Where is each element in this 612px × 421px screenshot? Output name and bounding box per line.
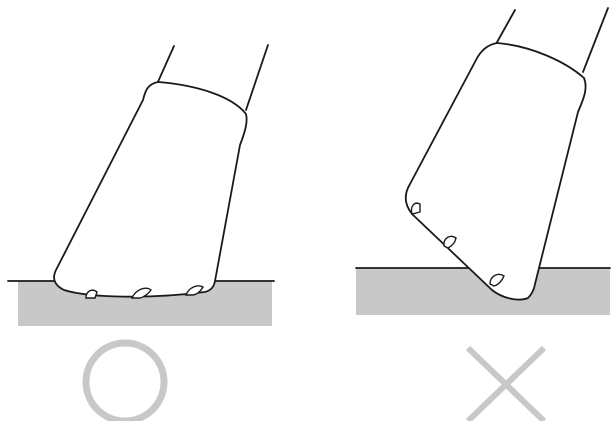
circle-mark-icon bbox=[82, 339, 168, 421]
rubber-tip-incorrect bbox=[404, 42, 587, 301]
cross-mark-icon bbox=[465, 345, 547, 421]
panel-correct bbox=[7, 44, 275, 421]
rubber-tip-correct bbox=[53, 81, 248, 298]
tread-lugs-incorrect bbox=[410, 202, 505, 287]
pole-shaft-correct bbox=[156, 44, 269, 111]
tread-lugs-correct bbox=[85, 285, 204, 299]
panel-incorrect bbox=[355, 7, 611, 421]
pole-shaft-incorrect bbox=[495, 7, 609, 73]
